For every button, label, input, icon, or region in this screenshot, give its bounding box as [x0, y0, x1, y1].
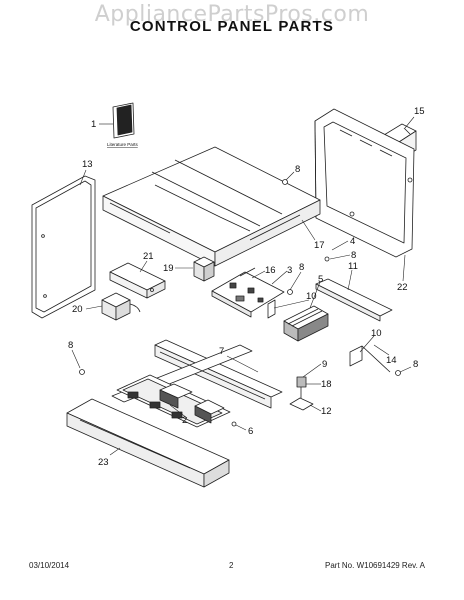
callout: 14	[386, 355, 397, 366]
callout: 21	[143, 251, 154, 262]
callout: 15	[414, 106, 425, 117]
control-board	[211, 267, 285, 318]
rear-side-panel	[314, 108, 415, 258]
callout: 8	[295, 164, 300, 175]
screw-group	[79, 179, 401, 427]
callout: 4	[350, 236, 355, 247]
page-title: CONTROL PANEL PARTS	[129, 18, 335, 35]
callout: 1	[91, 119, 96, 130]
sensor-bracket	[315, 278, 393, 322]
callout: 11	[348, 261, 358, 272]
callout: 8	[68, 340, 73, 351]
footer-part-number: Part No. W10691429 Rev. A	[325, 561, 425, 570]
leader-lines	[71, 116, 415, 456]
callout: 10	[306, 291, 317, 302]
callout: 6	[248, 426, 253, 437]
callout: 5	[318, 274, 323, 285]
small-bracket-a	[267, 299, 276, 319]
door-switch	[193, 256, 215, 282]
callout: 20	[72, 304, 83, 315]
control-housing	[102, 146, 321, 267]
callout: 17	[314, 240, 325, 251]
callout: 22	[397, 282, 408, 293]
watermark: AppliancePartsPros.com	[94, 2, 370, 27]
front-trim-panel	[66, 398, 230, 488]
callout: 10	[371, 328, 382, 339]
callout: 23	[98, 457, 109, 468]
callout: 8	[299, 262, 304, 273]
callout: 16	[265, 265, 276, 276]
footer-date: 03/10/2014	[29, 561, 70, 570]
callout-numbers: 1 15 13 8 17 4 8 21 19 16 3 8 5 11 22 20…	[68, 106, 425, 468]
callout: 18	[321, 379, 332, 390]
callout: 12	[321, 406, 332, 417]
callout: 8	[413, 359, 418, 370]
transformer	[101, 292, 141, 321]
cooling-fan	[283, 305, 329, 342]
callout: 7	[219, 346, 224, 357]
display-module	[159, 383, 225, 424]
left-side-panel	[31, 175, 96, 319]
literature-booklet	[112, 102, 135, 139]
callout: 8	[351, 250, 356, 261]
small-bracket-b	[349, 345, 391, 373]
sensor-body	[289, 376, 314, 411]
callout: 13	[82, 159, 93, 170]
literature-label: Literature Parts	[107, 142, 139, 147]
callout: 3	[287, 265, 292, 276]
callout: 19	[163, 263, 174, 274]
footer-page-number: 2	[229, 561, 234, 570]
callout: 2	[182, 415, 187, 426]
callout: 9	[322, 359, 327, 370]
relay-bracket	[109, 262, 166, 299]
